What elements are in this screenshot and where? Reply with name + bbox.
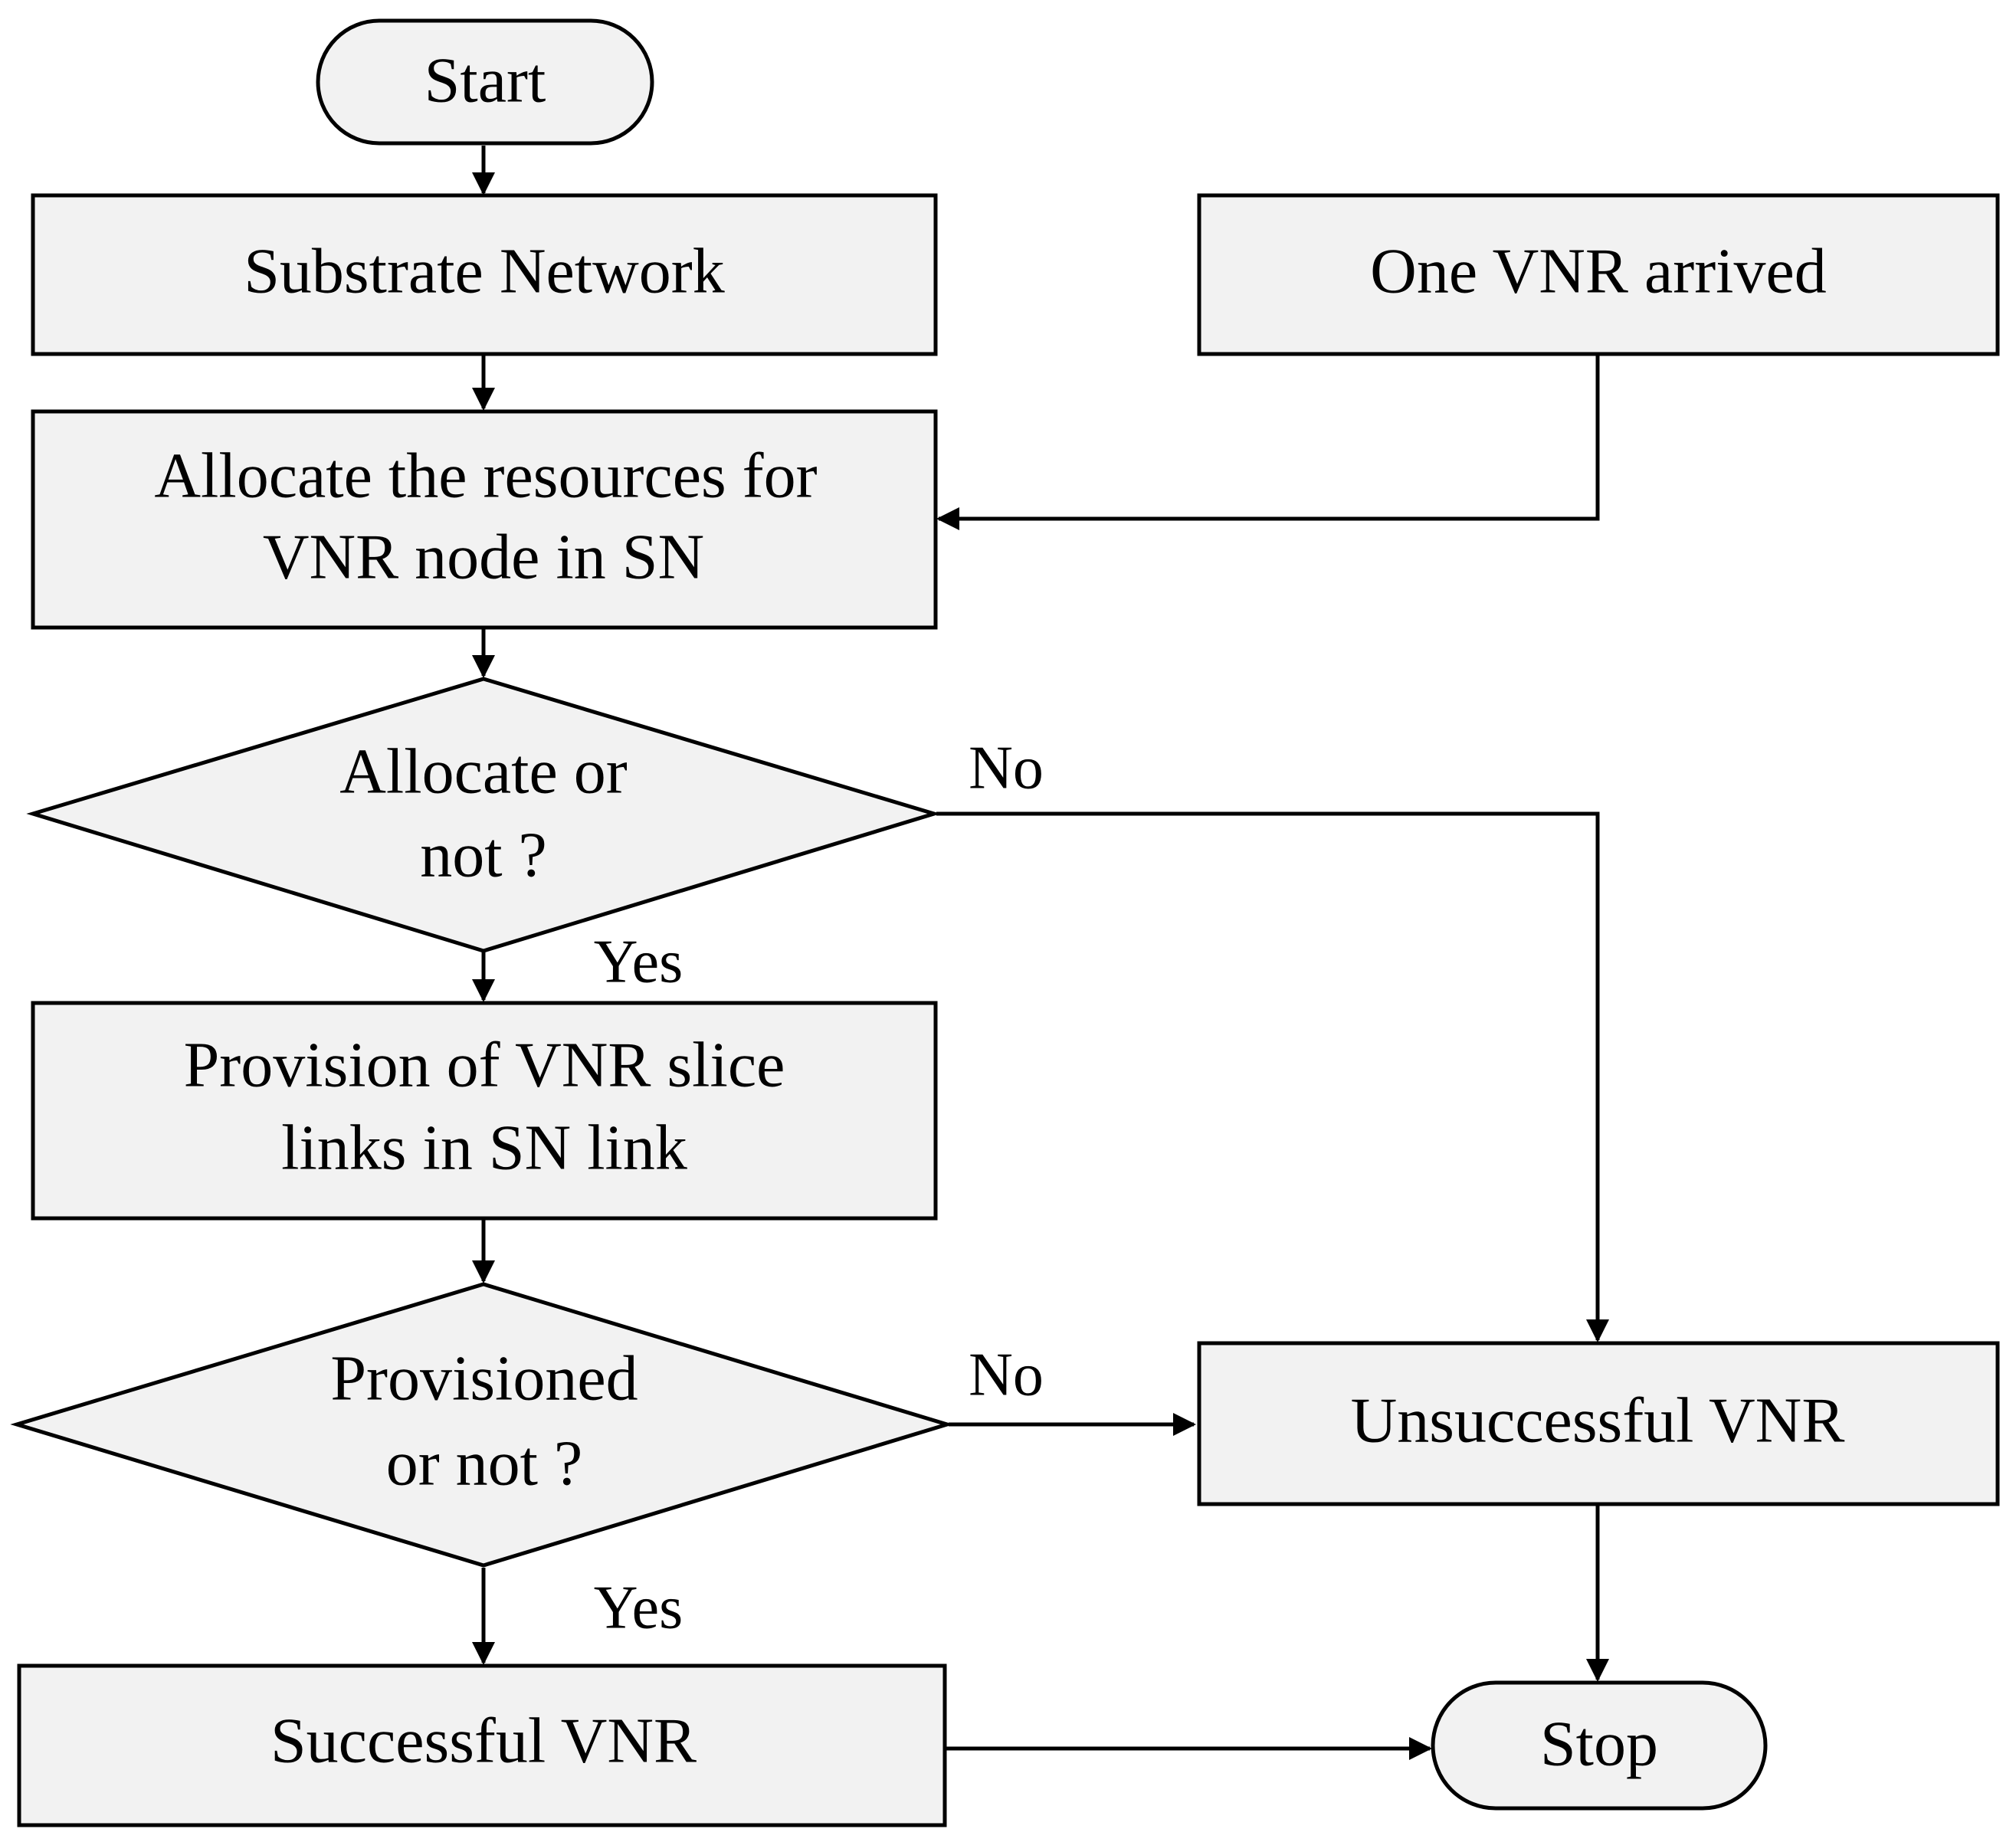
allocate-resources-box: Allocate the resources for VNR node in S… (31, 409, 938, 630)
allocate-decision-label-line1: Allocate or (339, 736, 628, 807)
allocate-resources-label-line2: VNR node in SN (263, 521, 704, 592)
substrate-network-box: Substrate Network (31, 193, 938, 356)
start-terminal: Start (316, 18, 654, 146)
provisioned-decision-diamond: Provisioned or not ? (10, 1282, 954, 1568)
stop-terminal: Stop (1431, 1680, 1768, 1811)
unsuccessful-vnr-label: Unsuccessful VNR (1351, 1385, 1845, 1456)
successful-vnr-box: Successful VNR (17, 1663, 947, 1827)
edge-labels: No Yes No Yes (594, 734, 1044, 1641)
provisioned-yes-label: Yes (594, 1574, 683, 1641)
provision-links-label-line1: Provision of VNR slice (184, 1029, 785, 1100)
allocate-no-label: No (969, 734, 1044, 801)
provisioned-no-label: No (969, 1341, 1044, 1408)
allocate-yes-label: Yes (594, 928, 683, 995)
start-label: Start (425, 44, 546, 116)
unsuccessful-vnr-box: Unsuccessful VNR (1197, 1341, 2000, 1506)
substrate-network-label: Substrate Network (244, 235, 725, 306)
provision-links-label-line2: links in SN link (281, 1112, 687, 1183)
provision-links-box: Provision of VNR slice links in SN link (31, 1001, 938, 1221)
allocate-decision-diamond: Allocate or not ? (26, 677, 941, 953)
connectors (472, 146, 1609, 1760)
vnr-arrived-box: One VNR arrived (1197, 193, 2000, 356)
successful-vnr-label: Successful VNR (270, 1705, 697, 1776)
arrow-allocate-no (936, 811, 1609, 1342)
provisioned-decision-label-line1: Provisioned (330, 1342, 638, 1414)
stop-label: Stop (1540, 1708, 1658, 1779)
arrow-vnr-arrived-to-allocate (936, 356, 1600, 530)
allocate-resources-label-line1: Allocate the resources for (154, 440, 817, 511)
allocate-decision-label-line2: not ? (420, 819, 547, 890)
provisioned-decision-label-line2: or not ? (386, 1427, 583, 1499)
vnr-arrived-label: One VNR arrived (1370, 235, 1827, 306)
